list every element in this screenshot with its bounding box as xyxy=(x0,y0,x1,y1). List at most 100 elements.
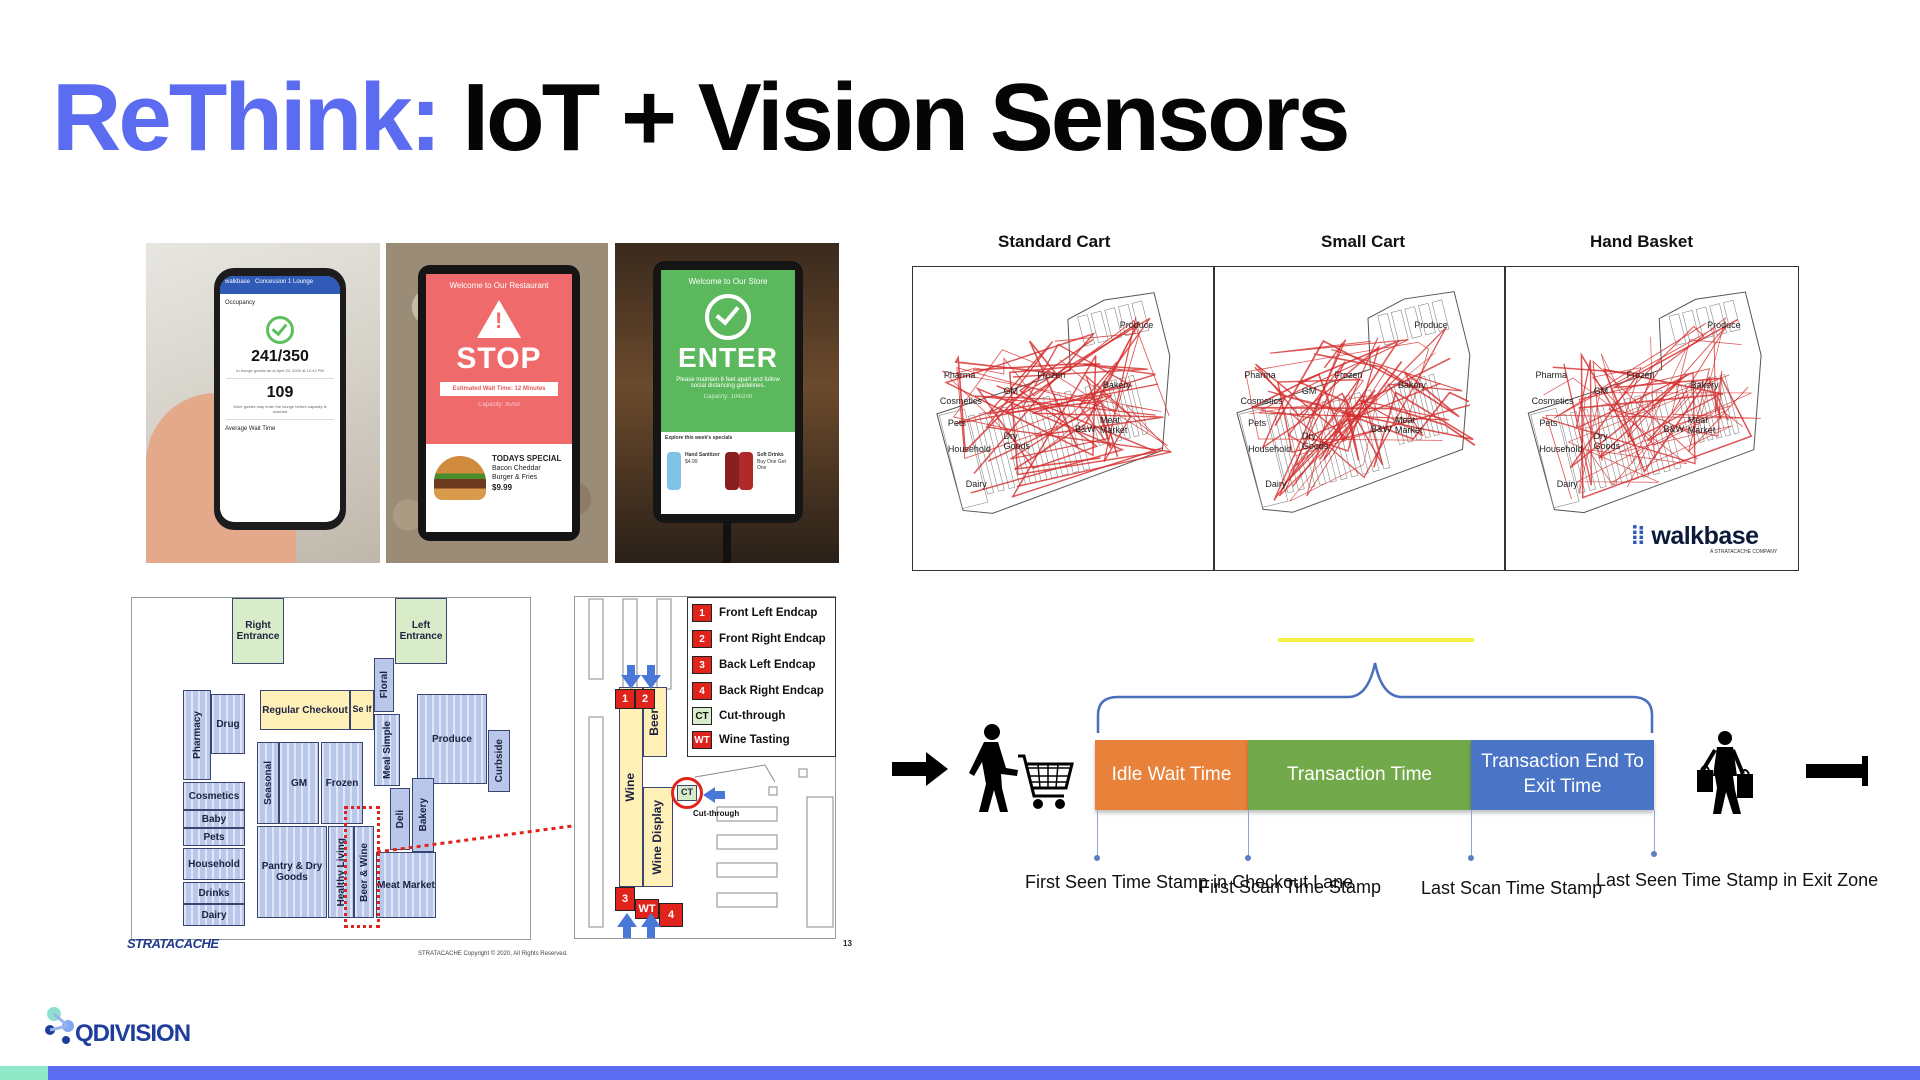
cut-through-label: Cut-through xyxy=(693,809,740,818)
marker-dot xyxy=(1094,855,1100,861)
marker-last-seen: Last Seen Time Stamp in Exit Zone xyxy=(1596,870,1879,890)
meal-simple: Meal Simple xyxy=(374,714,400,786)
pharmacy: Pharmacy xyxy=(183,690,211,780)
qdivision-logo-icon xyxy=(45,1007,74,1044)
arrow-right-icon xyxy=(1806,756,1868,786)
produce: Produce xyxy=(417,694,487,784)
store-outline xyxy=(1236,291,1476,513)
wine-shelf: Wine xyxy=(619,687,643,887)
floral: Floral xyxy=(374,658,394,712)
heatmap-zone-label: Cosmetics xyxy=(1240,396,1283,407)
title-accent: ReThink: xyxy=(52,64,442,171)
endcap-4: 4 xyxy=(659,903,683,927)
specials-panel: Explore this week's specials Hand Saniti… xyxy=(661,432,795,514)
self-checkout: Se lf xyxy=(350,690,374,730)
regular-checkout: Regular Checkout xyxy=(260,690,350,730)
bakery: Bakery xyxy=(412,778,434,852)
slide-title: ReThink: IoT + Vision Sensors xyxy=(52,70,1351,166)
drinks: Drinks xyxy=(183,882,245,904)
wine-display: Wine Display xyxy=(643,787,673,887)
store-outline xyxy=(1527,291,1762,514)
heatmap-zone-label: Produce xyxy=(1414,320,1448,331)
heatmap-zone-label: Pets xyxy=(947,418,966,429)
heatmap-zone-label: Pharma xyxy=(1535,370,1567,381)
stop-sign-photo: Welcome to Our Restaurant STOP Estimated… xyxy=(386,243,608,563)
marker-first-seen: First Seen Time Stamp in Checkout Lane xyxy=(1025,872,1354,892)
store-floorplan: Right Entrance Left Entrance Regular Che… xyxy=(131,597,531,940)
heatmap-zone-label: Household xyxy=(947,444,991,455)
heatmap-zone-label: B&W xyxy=(1371,424,1392,435)
check-circle-icon xyxy=(705,294,751,340)
deli: Deli xyxy=(390,788,410,850)
marker-dot xyxy=(1651,851,1657,857)
drug: Drug xyxy=(211,694,245,754)
heatmap-zone-label: Dry Goods xyxy=(1593,431,1621,451)
heatmap-zone-label: Frozen xyxy=(1626,370,1655,381)
seasonal: Seasonal xyxy=(257,742,279,824)
heatmap-zone-label: GM xyxy=(1301,386,1317,397)
heatmap-zone-label: Dairy xyxy=(965,478,987,489)
healthy-living: Healthy Living xyxy=(328,826,354,918)
heatmap-zone-label: B&W xyxy=(1075,424,1096,435)
heatmap-title-hand-basket: Hand Basket xyxy=(1590,232,1693,251)
highlight-zone xyxy=(344,806,380,928)
phone-app-photo: walkbase Concession 1 Lounge Occupancy 2… xyxy=(146,243,380,563)
heatmap-zone-label: Dry Goods xyxy=(1301,431,1329,451)
heatmap-frame xyxy=(912,266,1799,571)
walkbase-logo: ⦙⁞ walkbase A STRATACACHE COMPANY xyxy=(1632,522,1778,555)
heatmap-zone-label: Frozen xyxy=(1037,370,1066,381)
occupancy-label: Occupancy xyxy=(225,300,256,306)
title-rest: IoT + Vision Sensors xyxy=(462,64,1350,171)
endcap-3: 3 xyxy=(615,887,635,911)
marker-dot xyxy=(1245,855,1251,861)
shopper-with-bags-icon xyxy=(1697,731,1753,814)
heatmap-zone-label: B&W xyxy=(1663,424,1685,435)
heatmap-title-small-cart: Small Cart xyxy=(1321,232,1406,251)
store-outline xyxy=(936,292,1172,514)
marker-last-scan: Last Scan Time Stamp xyxy=(1421,878,1603,898)
heatmap-zone-label: Frozen xyxy=(1334,370,1363,381)
heatmap-zone-label: Bakery xyxy=(1102,380,1131,391)
smartphone: walkbase Concession 1 Lounge Occupancy 2… xyxy=(214,268,346,530)
entry-arrow-icon xyxy=(641,675,661,689)
heatmap-zone-label: Bakery xyxy=(1690,380,1719,391)
footer-accent xyxy=(0,1066,48,1080)
endcap-1: 1 xyxy=(615,689,635,709)
heatmap-zone-label: Dry Goods xyxy=(1003,431,1030,451)
check-circle-icon xyxy=(266,316,294,344)
copyright: STRATACACHE Copyright © 2020, All Rights… xyxy=(418,951,568,957)
stop-word: STOP xyxy=(456,342,542,375)
marker-dot xyxy=(1468,855,1474,861)
heatmap-zone-label: Cosmetics xyxy=(939,396,982,407)
exit-arrow-icon xyxy=(617,913,637,927)
exit-arrow-icon xyxy=(641,913,661,927)
enter-sign-photo: Welcome to Our Store ENTER Please mainta… xyxy=(615,243,839,563)
heatmap-zone-label: Dairy xyxy=(1265,478,1287,489)
pantry-dry-goods: Pantry & Dry Goods xyxy=(257,826,327,918)
pets: Pets xyxy=(183,828,245,846)
footer-bar xyxy=(0,1066,1920,1080)
heatmap-zone-label: Pets xyxy=(1539,418,1558,429)
heatmap-zone-label: Pharma xyxy=(1244,370,1276,381)
beer-wine: Beer & Wine xyxy=(354,826,374,918)
heatmap-zone-label: Dairy xyxy=(1556,478,1578,489)
stop-display: Welcome to Our Restaurant STOP Estimated… xyxy=(418,265,580,541)
heatmap-zone-label: Household xyxy=(1248,444,1292,455)
highlight-line xyxy=(1278,638,1474,642)
household: Household xyxy=(183,848,245,880)
meat-market: Meat Market xyxy=(376,852,436,918)
cosmetics: Cosmetics xyxy=(183,782,245,810)
beer-wine-detail-plan: Wine Beer Wine Display 1 2 3 WT 4 CT Cut… xyxy=(574,596,836,939)
frozen: Frozen xyxy=(321,742,363,824)
waiting-count: 109 xyxy=(266,384,294,401)
left-entrance: Left Entrance xyxy=(395,598,447,664)
burger-image xyxy=(434,456,486,500)
